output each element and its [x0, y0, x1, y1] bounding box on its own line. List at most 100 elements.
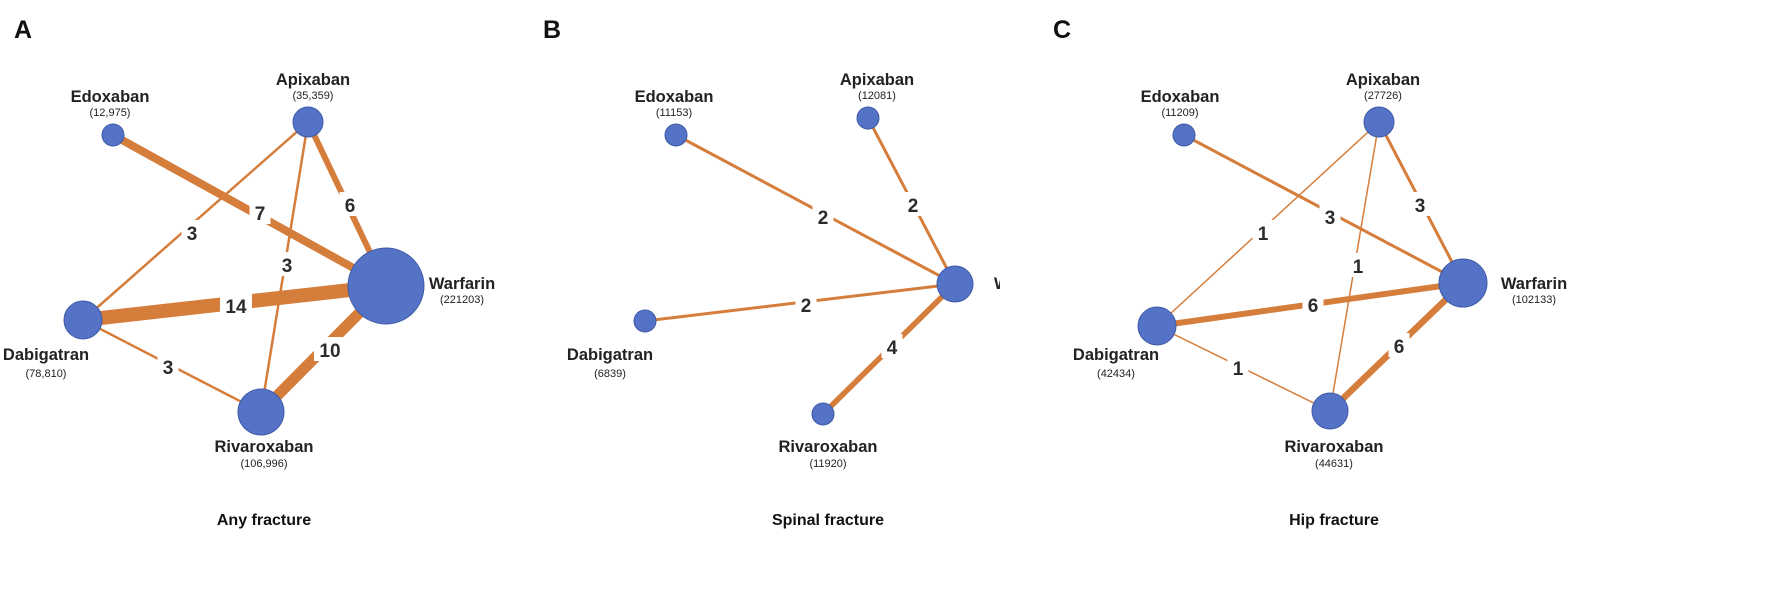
node-label-warfarin: Warfarin — [429, 275, 495, 293]
edge-label-edoxaban-warfarin: 3 — [1325, 208, 1336, 229]
edge-label-background — [220, 293, 252, 317]
edge-label-dabigatran-rivaroxaban: 1 — [1233, 359, 1244, 380]
edge-label-background — [314, 337, 346, 361]
edge-label-background — [1302, 292, 1324, 316]
node-w — [936, 265, 974, 303]
edge-label-background — [276, 252, 298, 276]
panel-letter-b: B — [543, 16, 561, 44]
node-label-apixaban: Apixaban — [1346, 71, 1420, 89]
node-label-w: W — [994, 275, 1010, 293]
edge-label-edoxaban-w: 2 — [818, 208, 829, 229]
node-dabigatran — [633, 309, 657, 333]
panel-letter-a: A — [14, 16, 32, 44]
node-sample-size-apixaban: (12081) — [858, 90, 896, 102]
nodes-a: Edoxaban(12,975) Apixaban(35,359) Warfarin… — [3, 71, 495, 470]
edge-label-background — [795, 292, 817, 316]
node-label-rivaroxaban: Rivaroxaban — [778, 438, 877, 456]
node-label-warfarin: Warfarin — [1501, 275, 1567, 293]
edge-label-apixaban-warfarin: 3 — [1415, 196, 1426, 217]
node-label-dabigatran: Dabigatran — [3, 346, 89, 364]
edge-label-background — [881, 334, 903, 358]
node-sample-size-rivaroxaban: (44631) — [1315, 458, 1353, 470]
edge-label-rivaroxaban-warfarin: 10 — [319, 341, 340, 362]
node-label-apixaban: Apixaban — [276, 71, 350, 89]
node-sample-size-rivaroxaban: (106,996) — [240, 458, 287, 470]
node-rivaroxaban — [811, 402, 835, 426]
panel-c: CEdoxaban(11209)Apixaban(27726)Warfarin(… — [1053, 16, 1567, 529]
edge-label-background — [1227, 355, 1249, 379]
edge-label-background — [157, 354, 179, 378]
node-warfarin — [347, 247, 425, 325]
edge-label-apixaban-w: 2 — [908, 196, 919, 217]
edge-label-background — [249, 200, 271, 224]
panel-letter-c: C — [1053, 16, 1071, 44]
node-label-dabigatran: Dabigatran — [1073, 346, 1159, 364]
edge-label-background — [902, 192, 924, 216]
node-apixaban — [856, 106, 880, 130]
edge-label-background — [1347, 253, 1369, 277]
nodes-c: Edoxaban(11209) Apixaban(27726) Warfarin(1… — [1073, 71, 1567, 470]
node-warfarin — [1438, 258, 1488, 308]
edge-label-dabigatran-warfarin: 14 — [225, 297, 247, 318]
node-sample-size-dabigatran: (6839) — [594, 368, 626, 380]
node-rivaroxaban — [1311, 392, 1349, 430]
node-sample-size-warfarin: (221203) — [440, 294, 484, 306]
node-edoxaban — [101, 123, 125, 147]
panel-b: B Edoxaban(11153) Apixaban(12081) W Dabigatr… — [543, 16, 1010, 529]
edge-label-background — [1388, 333, 1410, 357]
node-sample-size-edoxaban: (11153) — [656, 107, 692, 119]
edge-label-background — [1409, 192, 1431, 216]
edge-label-edoxaban-warfarin: 7 — [255, 204, 266, 225]
node-label-rivaroxaban: Rivaroxaban — [214, 438, 313, 456]
node-edoxaban — [1172, 123, 1196, 147]
node-sample-size-dabigatran: (78,810) — [26, 368, 67, 380]
edge-label-apixaban-dabigatran: 1 — [1258, 224, 1269, 245]
edge-labels-c: 3 3 1 1 6 6 1 — [1227, 192, 1431, 380]
panel-caption-b: Spinal fracture — [772, 512, 884, 529]
edge-label-background — [1319, 204, 1341, 228]
edges-a — [82, 120, 390, 416]
edge-label-dabigatran-warfarin: 6 — [1308, 296, 1319, 317]
node-label-dabigatran: Dabigatran — [567, 346, 653, 364]
node-dabigatran — [63, 300, 103, 340]
node-sample-size-dabigatran: (42434) — [1097, 368, 1135, 380]
edges-c — [1156, 121, 1466, 414]
edge-label-dabigatran-rivaroxaban: 3 — [163, 358, 174, 379]
edge-label-background — [1252, 220, 1274, 244]
edge-label-apixaban-warfarin: 6 — [345, 196, 356, 217]
node-label-edoxaban: Edoxaban — [635, 88, 714, 106]
edge-labels-a: 7 6 3 3 14 10 3 — [157, 192, 361, 379]
node-sample-size-edoxaban: (12,975) — [90, 107, 131, 119]
node-rivaroxaban — [237, 388, 285, 436]
node-apixaban — [1363, 106, 1395, 138]
panel-caption-a: Any fracture — [217, 512, 311, 529]
node-apixaban — [292, 106, 324, 138]
node-dabigatran — [1137, 306, 1177, 346]
node-sample-size-warfarin: (102133) — [1512, 294, 1556, 306]
edge-label-background — [812, 204, 834, 228]
node-edoxaban — [664, 123, 688, 147]
edge-label-apixaban-rivaroxaban: 1 — [1353, 257, 1364, 278]
edge-label-rivaroxaban-warfarin: 6 — [1394, 337, 1405, 358]
node-label-edoxaban: Edoxaban — [1141, 88, 1220, 106]
edges-b — [644, 117, 957, 416]
node-sample-size-apixaban: (35,359) — [293, 90, 334, 102]
nodes-b: Edoxaban(11153) Apixaban(12081) W Dabigatra… — [567, 71, 1010, 470]
node-sample-size-edoxaban: (11209) — [1161, 107, 1198, 119]
edge-label-background — [339, 192, 361, 216]
panel-a: A Edoxaban(12,975) Apixaban(35,359) Warfari… — [3, 16, 495, 529]
edge-label-apixaban-dabigatran: 3 — [187, 224, 198, 245]
edge-label-rivaroxaban-w: 4 — [887, 338, 898, 359]
node-label-edoxaban: Edoxaban — [71, 88, 150, 106]
edge-label-background — [181, 220, 203, 244]
edge-labels-b: 2 2 2 4 — [795, 192, 924, 359]
node-label-apixaban: Apixaban — [840, 71, 914, 89]
edge-label-apixaban-rivaroxaban: 3 — [282, 256, 293, 277]
edge-label-dabigatran-w: 2 — [801, 296, 812, 317]
node-label-rivaroxaban: Rivaroxaban — [1284, 438, 1383, 456]
panel-caption-c: Hip fracture — [1289, 512, 1379, 529]
node-sample-size-rivaroxaban: (11920) — [809, 458, 846, 470]
node-sample-size-apixaban: (27726) — [1364, 90, 1402, 102]
